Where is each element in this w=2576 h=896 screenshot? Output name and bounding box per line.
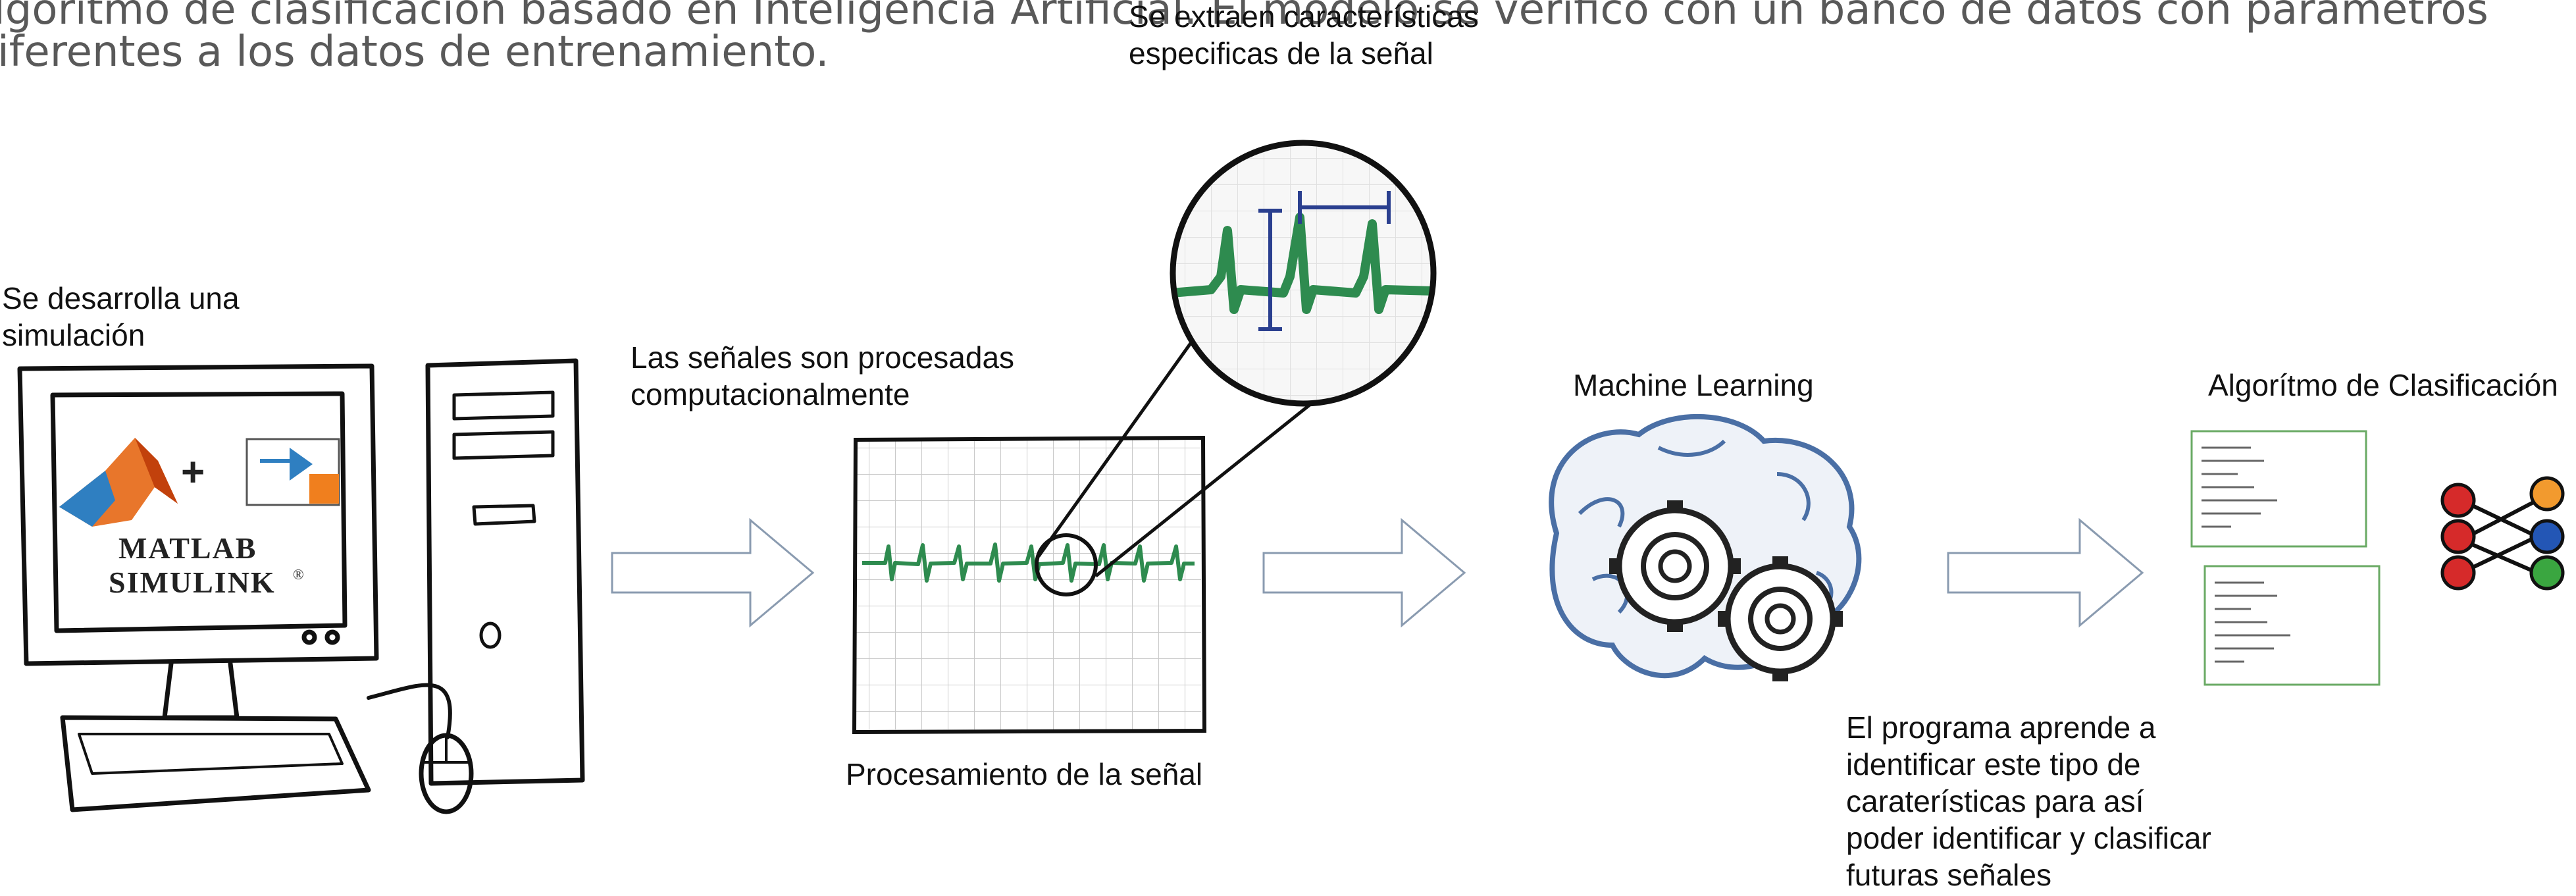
caption-machine-learning: Machine Learning: [1573, 368, 1814, 402]
simulink-logo-text: SIMULINK: [109, 566, 276, 599]
node-red-2: [2440, 519, 2476, 554]
header-line-2: iferentes a los datos de entrenamiento.: [0, 28, 829, 76]
node-red-3: [2440, 555, 2476, 591]
tower-outline: [425, 358, 585, 786]
flow-arrow-1: [611, 517, 815, 628]
code-document-1: [2190, 430, 2367, 548]
signal-trace: [862, 542, 1195, 583]
mouse-icon: [419, 733, 474, 814]
caption-features: Se extraen características especificas d…: [1129, 0, 1479, 70]
registered-mark: ®: [293, 566, 304, 583]
code-document-2: [2203, 565, 2381, 686]
signal-grid-panel: [852, 435, 1207, 735]
magnified-signal-circle: [1170, 140, 1437, 407]
caption-processing: Las señales son procesadas computacional…: [631, 340, 1015, 411]
header-line-1: lgoritmo de clasificación basado en Inte…: [0, 0, 2488, 34]
zoom-lines: [1037, 341, 1311, 577]
node-orange: [2529, 476, 2565, 512]
matlab-logo-text: MATLAB: [118, 531, 257, 565]
brain-gears-icon: [1549, 413, 1862, 681]
monitor-screen: [50, 391, 348, 633]
caption-classification: Algorítmo de Clasificación: [2208, 368, 2558, 402]
flow-arrow-2: [1262, 517, 1466, 628]
computer-illustration: [17, 358, 585, 814]
monitor-outline: [17, 363, 379, 666]
classification-network-icon: [2440, 476, 2565, 591]
plus-sign: +: [181, 450, 205, 495]
matlab-logo-icon: [59, 438, 178, 527]
caption-simulation: Se desarrolla una simulación: [2, 281, 240, 352]
simulink-block-icon: [245, 438, 340, 506]
keyboard: [60, 715, 371, 812]
caption-ml-description: El programa aprende a identificar este t…: [1846, 710, 2211, 892]
flow-arrow-3: [1947, 517, 2144, 628]
node-green: [2529, 555, 2565, 591]
caption-signal-processing: Procesamiento de la señal: [846, 757, 1203, 791]
node-blue: [2529, 519, 2565, 554]
zoom-source-circle: [1035, 533, 1098, 596]
node-red-1: [2440, 483, 2476, 518]
